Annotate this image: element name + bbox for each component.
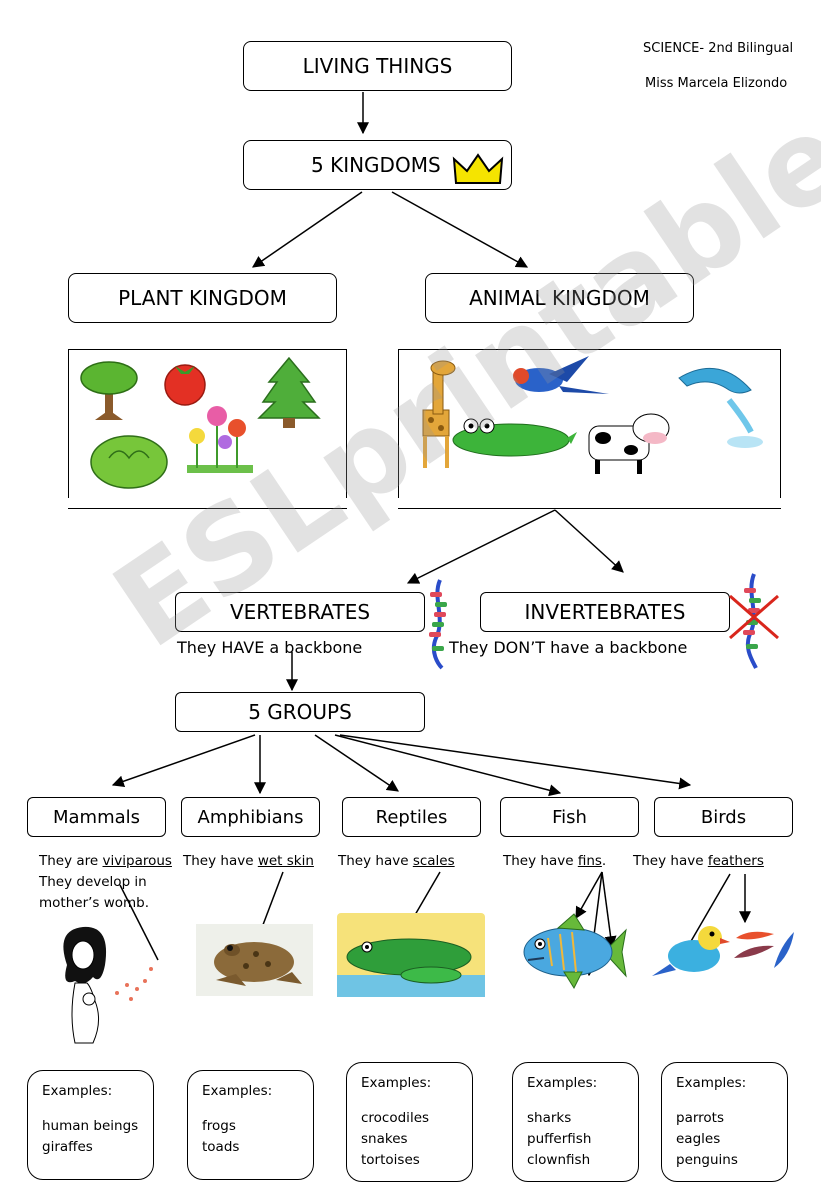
example-item: human beings <box>42 1118 139 1134</box>
pine-tree-icon <box>257 356 321 428</box>
examples-mammals: Examples: human beings giraffes <box>27 1070 154 1180</box>
arrow-animal-to-vertebrates <box>406 509 556 584</box>
pointer-fins-1 <box>575 871 603 920</box>
living-things-label: LIVING THINGS <box>302 54 453 78</box>
arrow-groups-to-birds <box>339 734 692 790</box>
pointer-viviparous <box>119 884 159 961</box>
animal-kingdom-node: ANIMAL KINGDOM <box>425 273 694 323</box>
plant-kingdom-label: PLANT KINGDOM <box>118 286 287 310</box>
crocodile-illustration <box>337 913 485 1002</box>
examples-birds: Examples: parrots eagles penguins <box>661 1062 788 1182</box>
plant-illustrations <box>80 356 321 489</box>
invertebrates-label: INVERTEBRATES <box>524 600 686 624</box>
examples-title: Examples: <box>202 1083 273 1099</box>
example-item: crocodiles <box>361 1110 430 1126</box>
tree-icon <box>80 361 138 420</box>
plant-images-panel <box>68 349 347 498</box>
cow-icon <box>588 413 670 474</box>
arrow-kingdoms-to-animal <box>391 191 529 268</box>
plant-panel-underline <box>68 508 347 509</box>
subject-label: SCIENCE- 2nd Bilingual <box>643 41 794 56</box>
group-name-fish: Fish <box>552 806 587 828</box>
five-groups-node: 5 GROUPS <box>175 692 425 732</box>
arrow-groups-to-mammals <box>111 734 256 788</box>
five-kingdoms-node: 5 KINGDOMS <box>243 140 512 190</box>
birds-description: They have feathers <box>633 853 764 869</box>
vertebrates-label: VERTEBRATES <box>229 600 371 624</box>
example-item: giraffes <box>42 1139 93 1155</box>
examples-reptiles: Examples: crocodiles snakes tortoises <box>346 1062 473 1182</box>
keyword-fins: fins <box>577 853 602 869</box>
arrow-groups-to-reptiles <box>314 734 399 792</box>
keyword-scales: scales <box>412 853 455 869</box>
examples-title: Examples: <box>527 1075 598 1091</box>
example-item: eagles <box>676 1131 721 1147</box>
keyword-wet-skin: wet skin <box>257 853 314 869</box>
examples-title: Examples: <box>42 1083 113 1099</box>
mammals-description: They are viviparous They develop in moth… <box>39 851 179 914</box>
arrow-animal-to-invertebrates <box>554 509 624 573</box>
crown-icon <box>452 153 504 192</box>
mammals-extra-line-1: They develop in <box>39 874 147 890</box>
fish-description: They have fins. <box>503 853 607 869</box>
group-fish: Fish <box>500 797 639 837</box>
example-item: snakes <box>361 1131 408 1147</box>
group-mammals: Mammals <box>27 797 166 837</box>
five-groups-label: 5 GROUPS <box>248 700 352 724</box>
teacher-label: Miss Marcela Elizondo <box>645 76 788 91</box>
group-reptiles: Reptiles <box>342 797 481 837</box>
arrow-kingdoms-to-plant <box>252 191 363 268</box>
keyword-viviparous: viviparous <box>102 853 172 869</box>
crocodile-icon <box>452 418 577 457</box>
dolphin-icon <box>678 367 763 448</box>
parrot-and-feathers-illustration <box>650 912 798 987</box>
invertebrates-note: They DON’T have a backbone <box>449 638 688 657</box>
example-item: parrots <box>676 1110 724 1126</box>
vertebrates-node: VERTEBRATES <box>175 592 425 632</box>
arrow-groups-to-fish <box>334 734 562 797</box>
bush-icon <box>90 435 168 489</box>
amphibians-description: They have wet skin <box>183 853 314 869</box>
reptiles-description: They have scales <box>338 853 455 869</box>
animal-images-panel <box>398 349 781 498</box>
group-name-amphibians: Amphibians <box>197 806 304 828</box>
mammals-extra-line-2: mother’s womb. <box>39 895 150 911</box>
bird-icon <box>513 356 609 394</box>
tomato-icon <box>164 364 206 406</box>
example-item: toads <box>202 1139 240 1155</box>
group-name-reptiles: Reptiles <box>375 806 448 828</box>
keyword-feathers: feathers <box>707 853 764 869</box>
five-kingdoms-label: 5 KINGDOMS <box>311 153 441 177</box>
examples-title: Examples: <box>676 1075 747 1091</box>
examples-title: Examples: <box>361 1075 432 1091</box>
pointer-fins-3 <box>601 871 617 949</box>
crossed-spine-icon <box>728 572 780 675</box>
pregnant-woman-illustration <box>45 925 165 1060</box>
group-birds: Birds <box>654 797 793 837</box>
animal-panel-underline <box>398 508 781 509</box>
group-name-mammals: Mammals <box>52 806 141 828</box>
flowers-icon <box>187 406 253 473</box>
examples-amphibians: Examples: frogs toads <box>187 1070 314 1180</box>
group-name-birds: Birds <box>700 806 747 828</box>
example-item: frogs <box>202 1118 236 1134</box>
spine-icon <box>426 578 452 675</box>
examples-fish: Examples: sharks pufferfish clownfish <box>512 1062 639 1182</box>
giraffe-icon <box>422 360 456 468</box>
frog-photo <box>196 924 313 1001</box>
living-things-node: LIVING THINGS <box>243 41 512 91</box>
invertebrates-node: INVERTEBRATES <box>480 592 730 632</box>
group-amphibians: Amphibians <box>181 797 320 837</box>
example-item: sharks <box>527 1110 572 1126</box>
vertebrates-note: They HAVE a backbone <box>177 638 363 657</box>
animal-illustrations <box>422 356 763 474</box>
plant-kingdom-node: PLANT KINGDOM <box>68 273 337 323</box>
animal-kingdom-label: ANIMAL KINGDOM <box>469 286 650 310</box>
fish-illustration <box>518 912 628 999</box>
example-item: pufferfish <box>527 1131 592 1147</box>
